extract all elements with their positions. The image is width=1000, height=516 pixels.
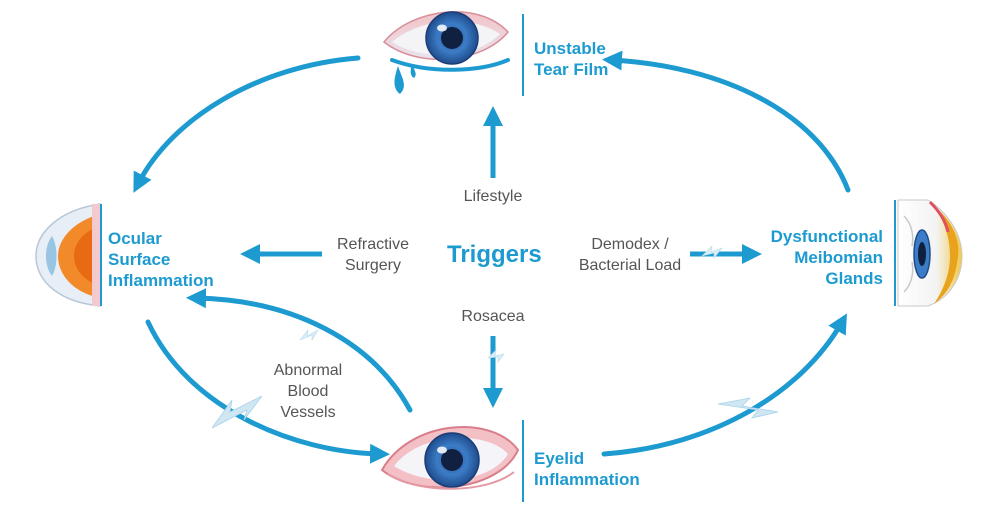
eye-side-view-icon [35, 203, 101, 307]
node-label-tear-film: Unstable Tear Film [534, 39, 609, 79]
center-label-triggers: Triggers [447, 241, 542, 268]
trigger-label-blood-vessels: Abnormal Blood Vessels [273, 362, 343, 421]
trigger-label-rosacea: Rosacea [461, 308, 525, 325]
lightning-bolt-icon [211, 395, 263, 429]
lightning-bolt-icon [487, 349, 505, 363]
eye-icon [382, 11, 510, 94]
node-label-ocular: Ocular Surface Inflammation [108, 229, 214, 290]
trigger-label-lifestyle: Lifestyle [463, 188, 523, 205]
arrow-tearfilm-to-ocular [133, 55, 361, 193]
node-label-meibomian: Dysfunctional Meibomian Glands [770, 227, 883, 288]
arrow-eyelid-to-ocular [186, 288, 413, 413]
eye-side-view-icon [897, 199, 963, 307]
lightning-bolt-icon [299, 328, 319, 342]
arrow-eyelid-to-meibomian [601, 313, 847, 457]
tear-drop-icon [394, 66, 404, 94]
arrow-meibomian-to-tearfilm [602, 50, 851, 193]
lightning-bolt-icon [717, 397, 779, 419]
trigger-label-demodex: Demodex / Bacterial Load [578, 236, 682, 274]
eye-icon [380, 426, 520, 490]
trigger-label-refractive: Refractive Surgery [336, 236, 410, 274]
arrow-ocular-to-eyelid [145, 319, 390, 464]
lightning-bolt-icon [701, 245, 723, 259]
node-label-eyelid: Eyelid Inflammation [534, 449, 640, 489]
